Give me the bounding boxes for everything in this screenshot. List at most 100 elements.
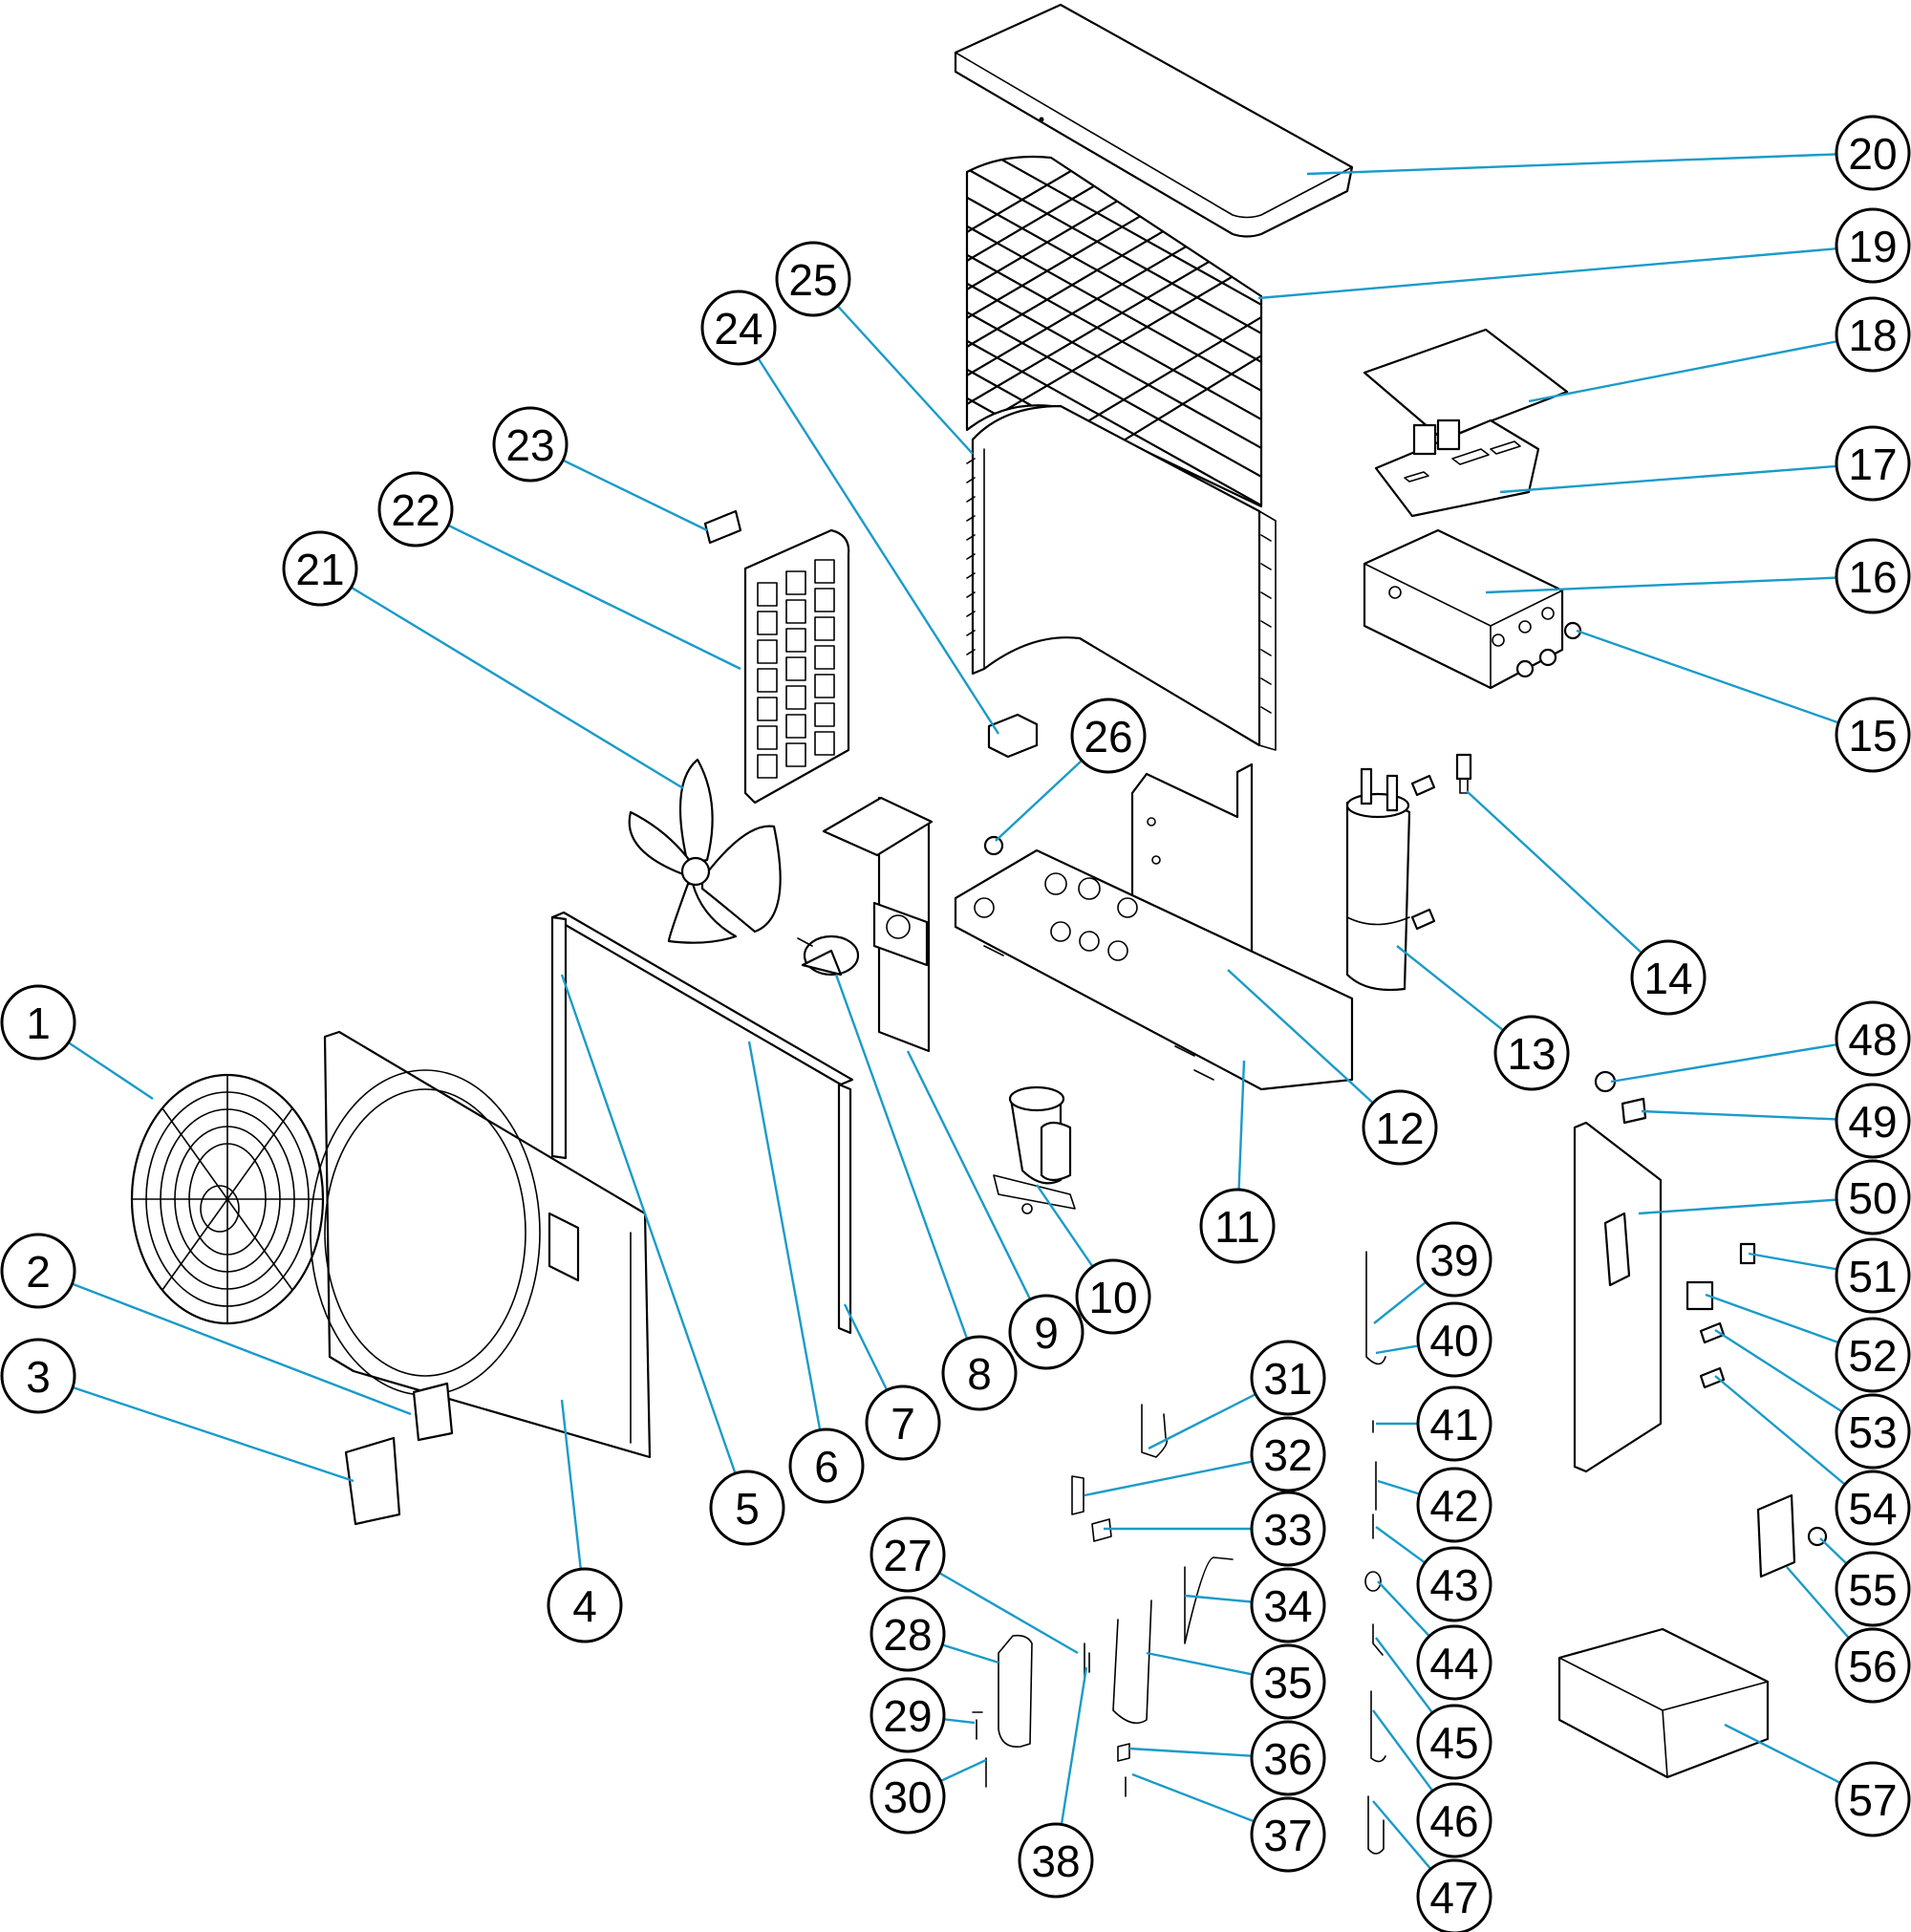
leader-line-15 [1576, 629, 1839, 724]
leader-line-45 [1375, 1637, 1434, 1714]
callout-circle-57 [1835, 1761, 1911, 1837]
pcb-board-drawing [1374, 419, 1540, 518]
callout-number-45: 45 [1429, 1718, 1478, 1768]
reactor-drawing [987, 713, 1039, 759]
callout-50: 50 [1835, 1159, 1911, 1235]
leader-line-6 [747, 1041, 822, 1430]
callout-circle-39 [1416, 1221, 1492, 1298]
callout-number-48: 48 [1848, 1015, 1897, 1064]
fan-blade-drawing [628, 758, 782, 944]
callout-48: 48 [1835, 1000, 1911, 1077]
callout-circle-21 [282, 530, 358, 607]
leader-line-20 [1306, 153, 1837, 176]
handle-drawing [1756, 1493, 1796, 1578]
callout-number-36: 36 [1263, 1734, 1312, 1784]
callout-circle-13 [1493, 1015, 1570, 1091]
leader-line-25 [836, 305, 974, 455]
callout-circle-49 [1835, 1083, 1911, 1159]
callout-14: 14 [1630, 939, 1707, 1016]
callout-circle-51 [1835, 1237, 1911, 1314]
leader-lines [67, 153, 1850, 1870]
callout-circle-52 [1835, 1317, 1911, 1393]
callout-35: 35 [1250, 1643, 1326, 1720]
leader-line-4 [560, 1399, 582, 1570]
callout-circle-26 [1070, 698, 1147, 774]
callout-49: 49 [1835, 1083, 1911, 1159]
callout-circle-22 [377, 471, 454, 547]
callout-13: 13 [1493, 1015, 1570, 1091]
callout-number-16: 16 [1848, 552, 1897, 602]
fan-guard-drawing [130, 1073, 325, 1325]
callout-circle-24 [700, 290, 777, 366]
callout-number-11: 11 [1214, 1202, 1260, 1252]
callout-7: 7 [865, 1385, 941, 1461]
callout-number-47: 47 [1429, 1873, 1478, 1922]
callout-number-10: 10 [1088, 1273, 1137, 1322]
callout-circle-9 [1008, 1294, 1084, 1370]
control-panel-cover-drawing [412, 1382, 454, 1442]
callout-44: 44 [1416, 1624, 1492, 1701]
leader-line-43 [1375, 1526, 1427, 1564]
callout-circle-40 [1416, 1301, 1492, 1378]
callout-circle-12 [1362, 1089, 1438, 1166]
leader-line-37 [1131, 1772, 1255, 1823]
leader-line-5 [560, 974, 737, 1474]
leader-line-50 [1638, 1198, 1837, 1215]
callout-38: 38 [1018, 1822, 1094, 1899]
callout-number-37: 37 [1263, 1811, 1312, 1860]
callout-number-5: 5 [735, 1484, 760, 1534]
callout-circle-17 [1835, 425, 1911, 502]
callout-number-8: 8 [967, 1349, 992, 1399]
callout-26: 26 [1070, 698, 1147, 774]
callout-11: 11 [1199, 1188, 1276, 1264]
callout-24: 24 [700, 290, 777, 366]
callout-circle-55 [1835, 1551, 1911, 1627]
callout-number-50: 50 [1848, 1173, 1897, 1223]
callout-number-31: 31 [1263, 1354, 1312, 1404]
callout-circle-43 [1416, 1546, 1492, 1622]
callout-circle-10 [1075, 1258, 1151, 1335]
leader-line-29 [943, 1718, 976, 1725]
callout-circle-32 [1250, 1416, 1326, 1492]
terminal-block-drawing [1686, 1280, 1714, 1311]
leader-line-52 [1705, 1293, 1839, 1344]
callout-45: 45 [1416, 1704, 1492, 1780]
leader-line-14 [1466, 790, 1643, 955]
callout-number-9: 9 [1034, 1308, 1059, 1358]
leader-line-26 [995, 760, 1084, 842]
callout-number-1: 1 [26, 998, 51, 1048]
callout-circle-36 [1250, 1720, 1326, 1796]
callout-circle-15 [1835, 697, 1911, 773]
callout-circle-7 [865, 1385, 941, 1461]
callout-10: 10 [1075, 1258, 1151, 1335]
callout-55: 55 [1835, 1551, 1911, 1627]
callout-number-18: 18 [1848, 311, 1897, 360]
leader-line-10 [1036, 1184, 1094, 1268]
callout-number-26: 26 [1084, 712, 1132, 762]
callout-23: 23 [492, 406, 569, 483]
callout-number-33: 33 [1263, 1505, 1312, 1555]
leader-line-54 [1714, 1375, 1846, 1486]
front-frame-drawing [550, 911, 854, 1335]
callout-57: 57 [1835, 1761, 1911, 1837]
callout-circle-53 [1835, 1393, 1911, 1470]
callout-number-35: 35 [1263, 1658, 1312, 1707]
callout-number-25: 25 [788, 255, 837, 305]
callout-number-56: 56 [1848, 1642, 1897, 1691]
callout-circle-50 [1835, 1159, 1911, 1235]
callout-number-42: 42 [1429, 1481, 1478, 1531]
callout-6: 6 [788, 1428, 865, 1504]
callout-43: 43 [1416, 1546, 1492, 1622]
cable-clamp-54-drawing [1699, 1366, 1726, 1389]
callout-circle-23 [492, 406, 569, 483]
callout-number-32: 32 [1263, 1430, 1312, 1480]
callout-number-30: 30 [883, 1772, 932, 1822]
leader-line-23 [562, 459, 708, 532]
callout-circle-3 [0, 1338, 76, 1414]
callout-circle-14 [1630, 939, 1707, 1016]
callout-number-38: 38 [1031, 1836, 1080, 1886]
leader-line-51 [1748, 1252, 1837, 1271]
callout-circle-1 [0, 984, 76, 1061]
leader-line-18 [1528, 340, 1837, 403]
